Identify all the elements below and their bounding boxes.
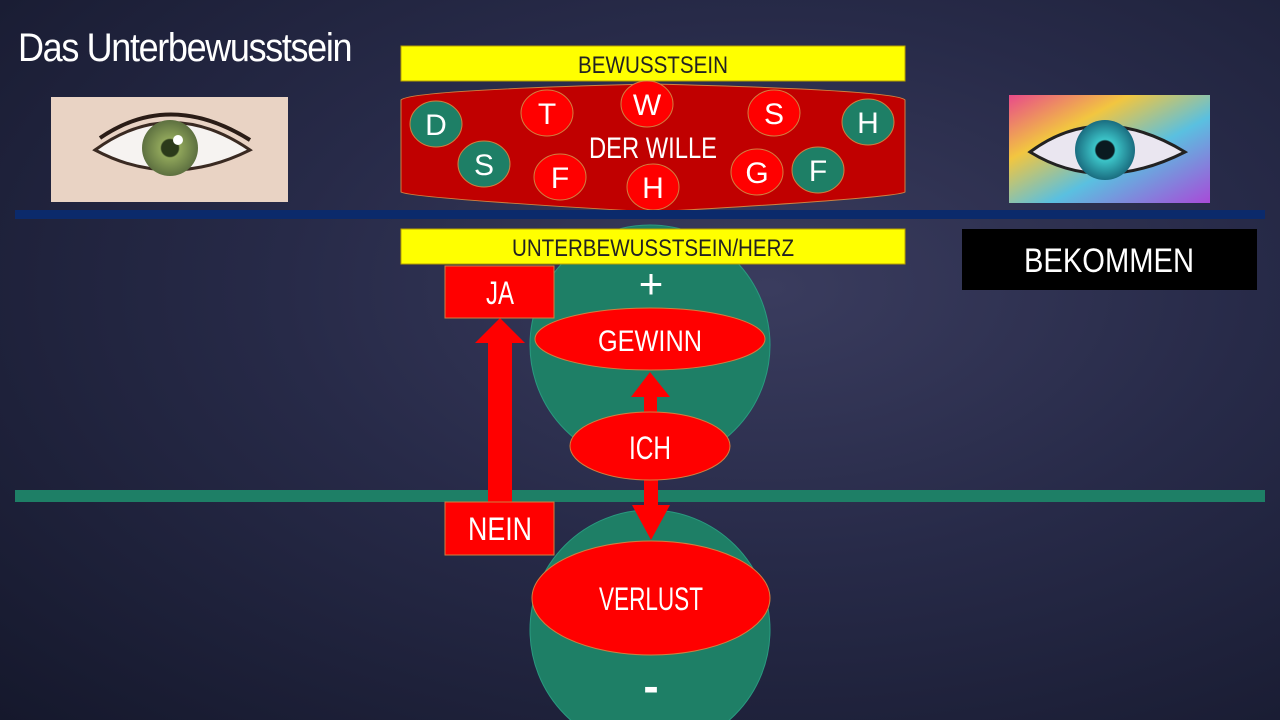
ja-box [444,265,555,319]
nein-box [444,501,555,556]
letter-circle-green [409,100,463,148]
right-eye-image [1009,95,1210,203]
letter-label: H [642,172,664,205]
letter-label: D [425,109,447,142]
nein-label: NEIN [468,511,532,547]
verlust-label: VERLUST [599,581,703,617]
left-eye-image [51,97,288,202]
ich-label: ICH [629,430,671,466]
letter-circle-green [791,146,845,194]
letter-circle-red [747,89,801,137]
letter-label: F [551,162,569,195]
plus-sign: + [639,260,664,307]
unterbewusstsein-label: UNTERBEWUSSTSEIN/HERZ [512,235,794,262]
letter-label: S [764,98,784,131]
arrow-ich-to-gewinn [631,372,670,415]
slide-title: Das Unterbewusstsein [18,26,353,70]
letter-circle-red [520,89,574,137]
bewusstsein-bar [400,45,906,82]
subconscious-divider [15,490,1265,502]
gewinn-label: GEWINN [598,325,702,358]
gewinn-ellipse [534,307,766,371]
bewusstsein-label: BEWUSSTSEIN [578,52,728,79]
letter-label: G [745,157,768,190]
letter-label: F [809,155,827,188]
consciousness-divider [15,210,1265,219]
letter-label: H [857,107,879,140]
der-wille-label: DER WILLE [589,132,717,165]
letter-label: T [538,98,556,131]
minus-sign: - [643,660,658,712]
ja-label: JA [486,275,514,311]
letter-label: W [633,89,662,122]
unterbewusstsein-bar [400,228,906,265]
letter-circle-green [841,98,895,146]
arrow-nein-to-ja [475,318,525,502]
arrow-ich-to-verlust [632,478,670,540]
bekommen-box [962,229,1257,290]
letter-label: S [474,149,494,182]
letter-circle-red [620,80,674,128]
letter-circle-green [457,140,511,188]
ich-ellipse [569,411,731,481]
letter-circle-red [533,153,587,201]
verlust-ellipse [531,540,771,656]
letter-circle-red [730,148,784,196]
bekommen-label: BEKOMMEN [1024,242,1194,280]
